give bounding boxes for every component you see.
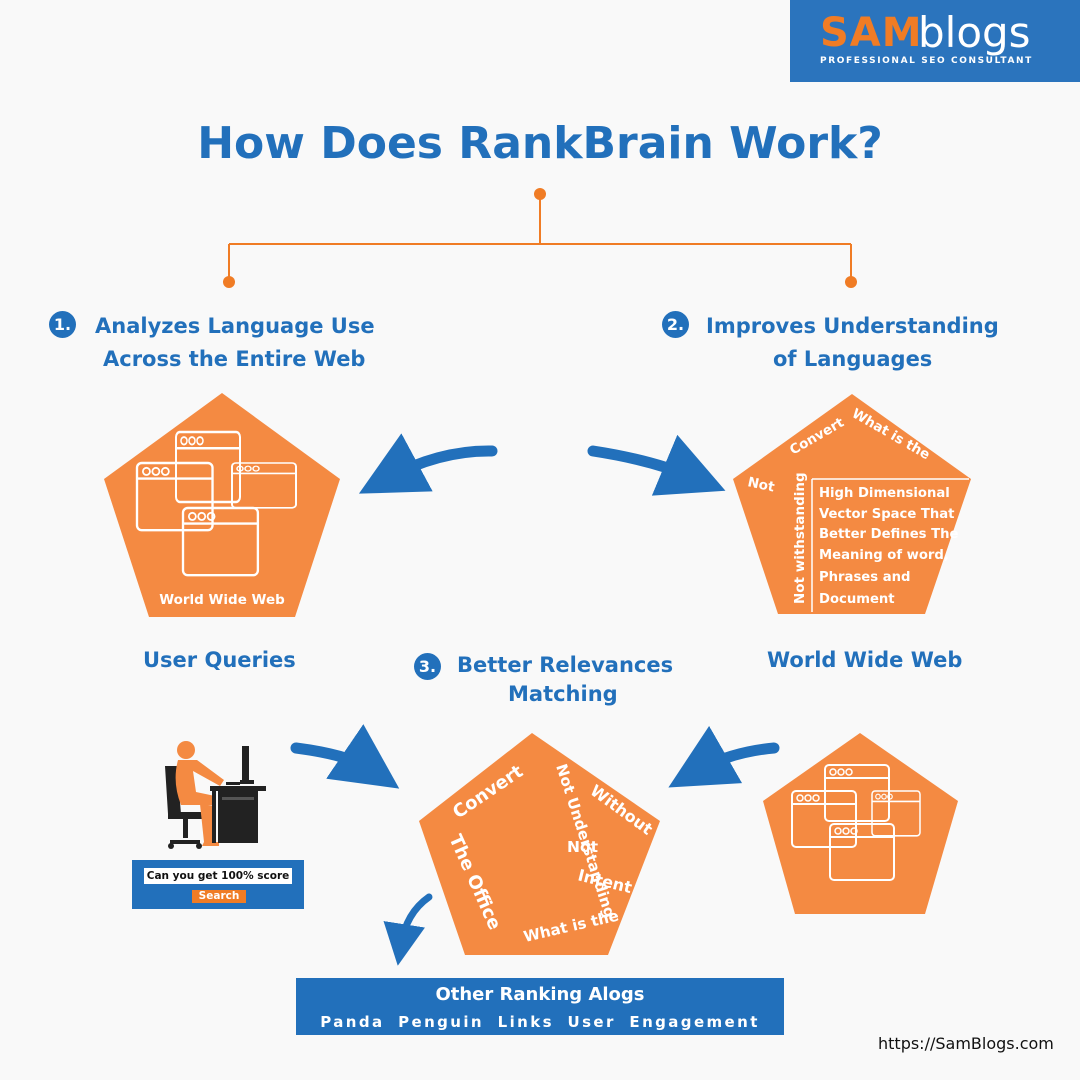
step-number: 2. bbox=[662, 311, 689, 338]
connector-dot bbox=[223, 276, 235, 288]
step-heading-line1: Improves Understanding bbox=[706, 314, 999, 338]
pentagon-left bbox=[104, 393, 340, 617]
search-input[interactable]: Can you get 100% score bbox=[144, 868, 292, 884]
brand-name-rest: blogs bbox=[918, 8, 1031, 57]
vector-line: Document bbox=[819, 592, 895, 607]
footer-url[interactable]: https://SamBlogs.com bbox=[878, 1034, 1054, 1053]
connector-dot bbox=[845, 276, 857, 288]
caption-user-queries: User Queries bbox=[143, 648, 296, 672]
other-ranking-items: Panda Penguin Links User Engagement bbox=[320, 1013, 760, 1031]
vector-line: Meaning of word, bbox=[819, 548, 949, 563]
pentagon-bottom-right bbox=[763, 733, 958, 914]
vector-space-text: High Dimensional Vector Space That Bette… bbox=[819, 486, 958, 607]
arrow-curve-right bbox=[587, 434, 726, 496]
pentagon-right bbox=[733, 394, 971, 614]
vector-line: Better Defines The bbox=[819, 527, 958, 542]
other-ranking-title: Other Ranking Alogs bbox=[435, 984, 645, 1005]
brand-tagline: PROFESSIONAL SEO CONSULTANT bbox=[820, 56, 1033, 66]
arrow-center-to-other bbox=[383, 893, 433, 966]
vector-line: High Dimensional bbox=[819, 486, 950, 501]
vector-line: Phrases and bbox=[819, 570, 910, 585]
search-button[interactable]: Search bbox=[192, 890, 246, 903]
arrow-user-to-center bbox=[290, 724, 400, 789]
connector-tree bbox=[223, 188, 857, 288]
page-title: How Does RankBrain Work? bbox=[197, 118, 883, 169]
search-widget: Can you get 100% score Search bbox=[132, 860, 304, 909]
step-number: 3. bbox=[414, 653, 441, 680]
vector-line: Vector Space That bbox=[819, 507, 954, 522]
arrow-web-to-center bbox=[668, 725, 780, 788]
step-number: 1. bbox=[49, 311, 76, 338]
brand-name-highlight: SAM bbox=[820, 10, 923, 56]
step-heading-line1: Analyzes Language Use bbox=[95, 314, 375, 338]
caption-world-wide-web: World Wide Web bbox=[767, 648, 963, 672]
arrow-curve-left bbox=[358, 433, 498, 494]
word-not-withstanding: Not withstanding bbox=[792, 472, 808, 604]
word-not: Not bbox=[746, 474, 776, 495]
step-heading-line2: of Languages bbox=[773, 347, 933, 371]
word-not: Not bbox=[567, 838, 599, 856]
step-heading-line2: Matching bbox=[508, 682, 618, 706]
pentagon-center bbox=[419, 733, 660, 955]
brand-logo: SAM blogs PROFESSIONAL SEO CONSULTANT bbox=[790, 0, 1080, 82]
step-heading-line1: Better Relevances bbox=[457, 653, 674, 677]
user-at-computer-icon bbox=[165, 741, 266, 849]
connector-dot bbox=[534, 188, 546, 200]
pentagon-left-label: World Wide Web bbox=[159, 592, 285, 608]
other-ranking-box: Other Ranking Alogs Panda Penguin Links … bbox=[296, 978, 784, 1035]
step-heading-line2: Across the Entire Web bbox=[103, 347, 366, 371]
